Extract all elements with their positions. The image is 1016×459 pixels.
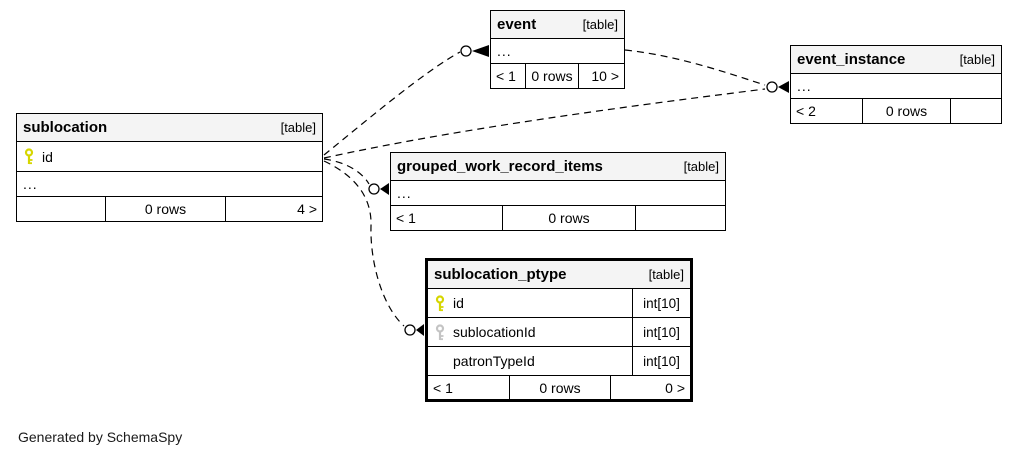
column-name: id [453, 295, 464, 311]
table-footer: 0 rows 4 > [17, 197, 322, 221]
footer-children-count: 10 > [578, 64, 624, 88]
relationship-event-event_instance [624, 49, 766, 86]
footer-row-count: 0 rows [509, 376, 610, 399]
footer-children-count: 0 > [610, 376, 690, 399]
fk-endpoint-grouped_work_record_items [368, 183, 389, 195]
table-header: event [table] [491, 11, 624, 39]
table-name[interactable]: event [497, 16, 537, 33]
relationship-sublocation-event_instance [323, 88, 766, 159]
footer-parents-count: < 2 [796, 103, 816, 119]
columns-ellipsis: ... [391, 181, 725, 206]
column-type: int[10] [632, 318, 690, 346]
relationship-sublocation-grouped_work_record_items [323, 158, 370, 185]
table-type-tag: [table] [280, 120, 316, 135]
columns-ellipsis: ... [17, 172, 322, 197]
footer-row-count: 0 rows [502, 206, 635, 230]
table-name[interactable]: event_instance [797, 51, 906, 68]
table-node-event_instance[interactable]: event_instance [table] ... < 2 0 rows [790, 45, 1002, 124]
table-type-tag: [table] [959, 52, 995, 67]
columns-ellipsis: ... [791, 74, 1001, 99]
footer-parents-count: < 1 [396, 210, 416, 226]
table-name[interactable]: sublocation [23, 119, 108, 136]
footer-children-count [635, 206, 725, 230]
table-node-sublocation[interactable]: sublocation [table] id ... 0 rows 4 > [16, 113, 323, 222]
footer-children-count: 4 > [225, 197, 322, 221]
footer-parents-count: < 1 [433, 379, 453, 396]
table-header: grouped_work_record_items [table] [391, 153, 725, 181]
table-header: event_instance [table] [791, 46, 1001, 74]
column-name: sublocationId [453, 324, 536, 340]
column-type: int[10] [632, 289, 690, 317]
relationship-sublocation-event [323, 51, 461, 156]
table-node-event[interactable]: event [table] ... < 1 0 rows 10 > [490, 10, 625, 89]
fk-endpoint-sublocation_ptype [404, 324, 424, 336]
fk-endpoint-event_instance [766, 81, 789, 93]
table-node-sublocation_ptype[interactable]: sublocation_ptype [table] id int[10] [425, 258, 693, 402]
footer-parents-count [17, 197, 105, 221]
table-footer: < 1 0 rows [391, 206, 725, 230]
table-footer: < 1 0 rows 0 > [428, 376, 690, 399]
column-row-id[interactable]: id [17, 142, 322, 172]
table-header: sublocation [table] [17, 114, 322, 142]
table-name[interactable]: grouped_work_record_items [397, 158, 603, 175]
footer-row-count: 0 rows [862, 99, 950, 123]
foreign-key-icon [434, 323, 446, 341]
primary-key-icon [23, 148, 35, 165]
column-name: id [42, 148, 53, 165]
footer-row-count: 0 rows [105, 197, 225, 221]
table-footer: < 2 0 rows [791, 99, 1001, 123]
primary-key-icon [434, 294, 446, 312]
fk-endpoint-event [460, 45, 489, 57]
column-row-patronTypeId[interactable]: patronTypeId int[10] [428, 347, 690, 376]
footer-parents-count: < 1 [496, 68, 516, 84]
relationship-sublocation-sublocation_ptype [323, 160, 405, 327]
table-header: sublocation_ptype [table] [428, 261, 690, 289]
table-type-tag: [table] [683, 159, 719, 174]
table-type-tag: [table] [648, 267, 684, 282]
column-row-sublocationId[interactable]: sublocationId int[10] [428, 318, 690, 347]
table-type-tag: [table] [582, 17, 618, 32]
footer-row-count: 0 rows [525, 64, 578, 88]
table-name[interactable]: sublocation_ptype [434, 266, 567, 283]
column-type: int[10] [632, 347, 690, 375]
column-name: patronTypeId [453, 353, 535, 369]
column-row-id[interactable]: id int[10] [428, 289, 690, 318]
columns-ellipsis: ... [491, 39, 624, 64]
table-node-grouped_work_record_items[interactable]: grouped_work_record_items [table] ... < … [390, 152, 726, 231]
table-footer: < 1 0 rows 10 > [491, 64, 624, 88]
footer-children-count [950, 99, 1001, 123]
generator-credit: Generated by SchemaSpy [18, 429, 183, 445]
